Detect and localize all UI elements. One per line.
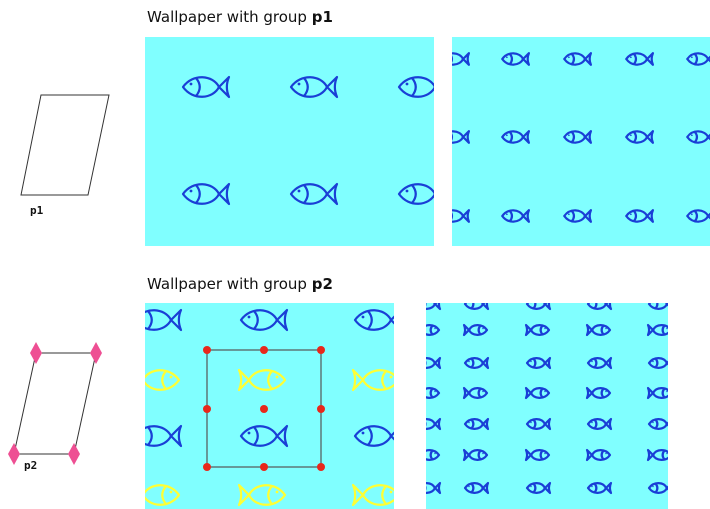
fish-motif <box>452 209 471 223</box>
fish-motif <box>397 183 434 205</box>
rotation-center-dot <box>317 405 325 413</box>
fish-motif <box>646 448 668 462</box>
fish-motif <box>586 356 613 370</box>
p2-cell-label: p2 <box>24 459 38 472</box>
fish-motif <box>145 308 183 332</box>
rotation-center-dot <box>203 463 211 471</box>
section-title-p1: Wallpaper with group p1 <box>147 8 333 26</box>
rotation-center-dot <box>317 463 325 471</box>
p1-cell-label: p1 <box>30 204 44 217</box>
fish-motif <box>686 130 710 144</box>
fish-motif <box>586 481 613 495</box>
fish-motif <box>452 52 471 66</box>
p1-wallpaper-large <box>145 37 434 246</box>
fish-motif <box>426 303 442 311</box>
fish-motif <box>351 483 394 507</box>
fish-motif <box>524 386 551 400</box>
fish-motif <box>462 448 489 462</box>
section-title-p2: Wallpaper with group p2 <box>147 275 333 293</box>
fish-motif <box>585 323 612 337</box>
fish-motif <box>463 417 490 431</box>
fish-motif <box>289 182 339 206</box>
fish-motif <box>145 484 181 506</box>
fish-motif <box>397 76 434 98</box>
fish-motif <box>525 481 552 495</box>
fish-motif <box>463 303 490 311</box>
rotation-center-dot <box>260 405 268 413</box>
fish-motif <box>181 75 231 99</box>
fish-motif <box>351 368 394 392</box>
fish-motif <box>501 52 531 66</box>
fish-motif <box>686 52 710 66</box>
fish-motif <box>239 308 289 332</box>
p1-wallpaper-small <box>452 37 710 246</box>
fish-motif <box>426 481 442 495</box>
rotation-center-diamond <box>8 443 20 465</box>
fish-motif <box>237 368 287 392</box>
fish-motif <box>145 424 183 448</box>
group-name: p1 <box>311 8 333 26</box>
fish-motif <box>563 209 593 223</box>
fish-motif <box>586 417 613 431</box>
fish-motif <box>463 356 490 370</box>
rotation-center-diamond <box>30 342 42 364</box>
fish-motif <box>646 386 668 400</box>
title-prefix: Wallpaper with group <box>147 8 312 26</box>
fish-motif <box>563 52 593 66</box>
fish-motif <box>353 309 394 331</box>
fish-motif <box>462 386 489 400</box>
fish-motif <box>647 418 668 430</box>
fish-motif <box>426 387 441 399</box>
p2-wallpaper-large <box>145 303 394 509</box>
fish-motif <box>181 182 231 206</box>
fish-motif <box>145 369 181 391</box>
rotation-center-dot <box>203 405 211 413</box>
fish-motif <box>237 483 287 507</box>
fish-motif <box>426 417 442 431</box>
rotation-center-dot <box>317 346 325 354</box>
fish-motif <box>647 303 668 310</box>
fish-motif <box>646 323 668 337</box>
fish-motif <box>501 209 531 223</box>
fish-motif <box>353 425 394 447</box>
fish-motif <box>686 209 710 223</box>
fish-motif <box>426 449 441 461</box>
fish-motif <box>426 356 442 370</box>
fish-motif <box>625 209 655 223</box>
rotation-center-dot <box>260 463 268 471</box>
fish-motif <box>452 130 471 144</box>
fish-motif <box>586 303 613 311</box>
fish-motif <box>289 75 339 99</box>
fish-motif <box>525 417 552 431</box>
fish-motif <box>563 130 593 144</box>
group-name: p2 <box>311 275 333 293</box>
rotation-center-diamond <box>68 443 80 465</box>
fish-motif <box>647 357 668 369</box>
fish-motif <box>625 130 655 144</box>
fish-motif <box>525 303 552 311</box>
rotation-center-dot <box>260 346 268 354</box>
rotation-center-diamond <box>90 342 102 364</box>
fish-motif <box>647 482 668 494</box>
fish-motif <box>239 424 289 448</box>
fish-motif <box>501 130 531 144</box>
fish-motif <box>524 323 551 337</box>
fish-motif <box>524 448 551 462</box>
fish-motif <box>463 481 490 495</box>
fish-motif <box>625 52 655 66</box>
title-prefix: Wallpaper with group <box>147 275 312 293</box>
fish-motif <box>462 323 489 337</box>
p2-unit-cell <box>8 342 102 465</box>
p2-wallpaper-small <box>426 303 668 509</box>
fish-motif <box>426 324 441 336</box>
fish-motif <box>585 386 612 400</box>
rotation-center-dot <box>203 346 211 354</box>
fish-motif <box>585 448 612 462</box>
p1-unit-cell <box>20 94 110 196</box>
fish-motif <box>525 356 552 370</box>
